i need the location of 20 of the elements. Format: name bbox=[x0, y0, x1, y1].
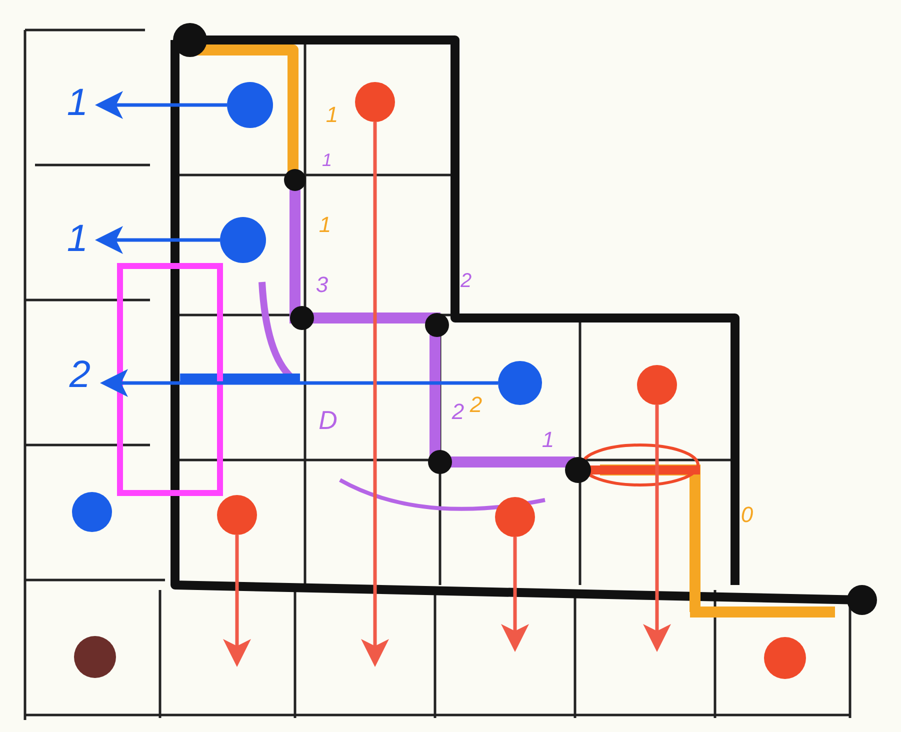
row-count: 2 bbox=[69, 356, 91, 394]
step-number: D bbox=[318, 407, 338, 433]
arrow bbox=[95, 91, 227, 119]
step-number: 2 bbox=[460, 271, 472, 291]
arrow bbox=[643, 405, 671, 652]
arrow bbox=[361, 122, 389, 667]
row-count: 1 bbox=[66, 220, 88, 258]
arrow bbox=[223, 535, 251, 667]
step-number: 1 bbox=[542, 429, 554, 451]
row-count: 1 bbox=[66, 84, 88, 122]
step-number: 1 bbox=[322, 151, 332, 169]
step-number: 2 bbox=[452, 401, 464, 423]
arrow bbox=[100, 369, 498, 397]
arrow bbox=[501, 537, 529, 652]
step-number: 2 bbox=[470, 394, 482, 416]
step-number: 1 bbox=[326, 104, 338, 126]
step-number: 3 bbox=[316, 274, 328, 296]
arrow bbox=[95, 226, 220, 254]
step-number: 0 bbox=[740, 504, 754, 526]
step-number: 1 bbox=[318, 214, 332, 236]
